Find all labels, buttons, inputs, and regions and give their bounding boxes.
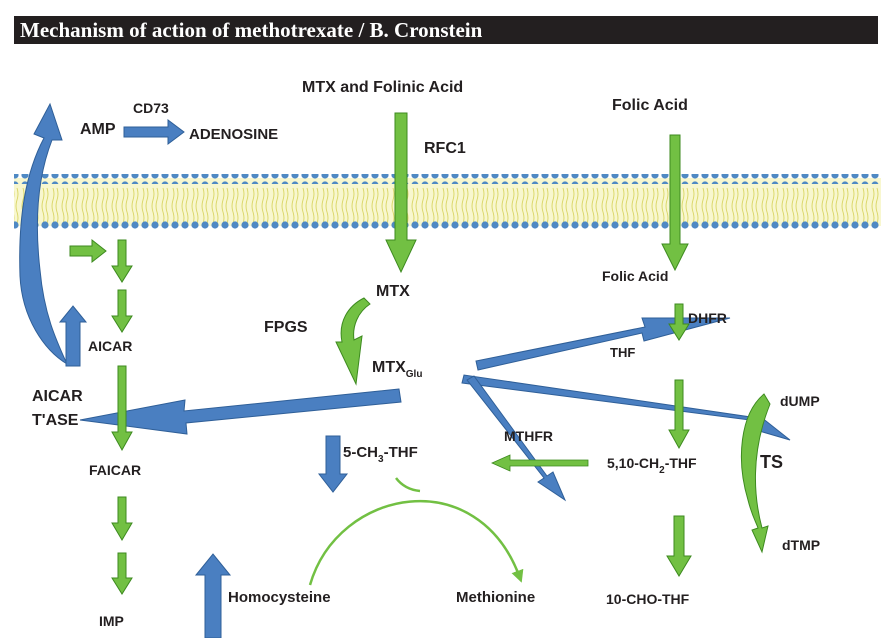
folic-acid-inner-label: Folic Acid — [602, 268, 668, 284]
ts-curved-arrow — [740, 393, 771, 554]
dump-label: dUMP — [780, 393, 820, 409]
purine-pathway-arrows — [111, 239, 133, 595]
dtmp-label: dTMP — [782, 537, 820, 553]
methionine-label: Methionine — [456, 589, 535, 606]
dhfr-label: DHFR — [688, 310, 727, 326]
fpgs-label: FPGS — [264, 319, 308, 336]
mtx-folinic-label: MTX and Folinic Acid — [302, 79, 463, 96]
adenosine-label: ADENOSINE — [189, 126, 278, 143]
aicar-tase-label-line1: AICAR — [32, 388, 83, 405]
methyl-thf-label: 5-CH3-THF — [343, 444, 418, 465]
homocysteine-label: Homocysteine — [228, 589, 331, 606]
inhibition-arrow-dhfr — [475, 317, 731, 371]
mtx-glu-label: MTXGlu — [372, 359, 422, 380]
folate-pathway-arrows — [666, 303, 692, 577]
methylation-curve — [308, 499, 524, 586]
aicar-label: AICAR — [88, 338, 132, 354]
cd73-arrow — [123, 119, 185, 145]
mthfr-label: MTHFR — [504, 428, 553, 444]
inhibition-arrow-aicar-tase — [79, 388, 402, 435]
inhibition-arrow-mthfr — [466, 375, 567, 502]
small-right-arrow — [69, 238, 107, 264]
rfc1-label: RFC1 — [424, 140, 466, 157]
cell-membrane — [14, 174, 881, 231]
folic-acid-top-label: Folic Acid — [612, 97, 688, 114]
curved-blue-arrow-to-amp — [19, 102, 69, 366]
faicar-label: FAICAR — [89, 462, 141, 478]
down-arrow-methyl-thf — [317, 435, 349, 493]
up-arrow-aicar — [58, 305, 88, 367]
aicar-tase-label-line2: T'ASE — [32, 412, 79, 429]
fpgs-curved-arrow — [335, 297, 371, 386]
up-arrow-homocysteine — [194, 553, 232, 638]
cd73-label: CD73 — [133, 100, 169, 116]
thf-label: THF — [610, 345, 635, 360]
rfc1-transport-arrow — [385, 112, 417, 274]
page-title: Mechanism of action of methotrexate / B.… — [20, 18, 483, 42]
mthfr-arrow — [491, 454, 589, 472]
methylene-thf-label: 5,10-CH2-THF — [607, 455, 697, 476]
imp-label: IMP — [99, 613, 124, 629]
methyl-donor-hook — [395, 477, 421, 493]
ts-label: TS — [760, 452, 783, 472]
mtx-label: MTX — [376, 283, 410, 300]
title-bar: Mechanism of action of methotrexate / B.… — [14, 16, 878, 44]
folic-acid-transport-arrow — [661, 134, 689, 272]
formyl-thf-label: 10-CHO-THF — [606, 591, 690, 607]
amp-label: AMP — [80, 121, 116, 138]
